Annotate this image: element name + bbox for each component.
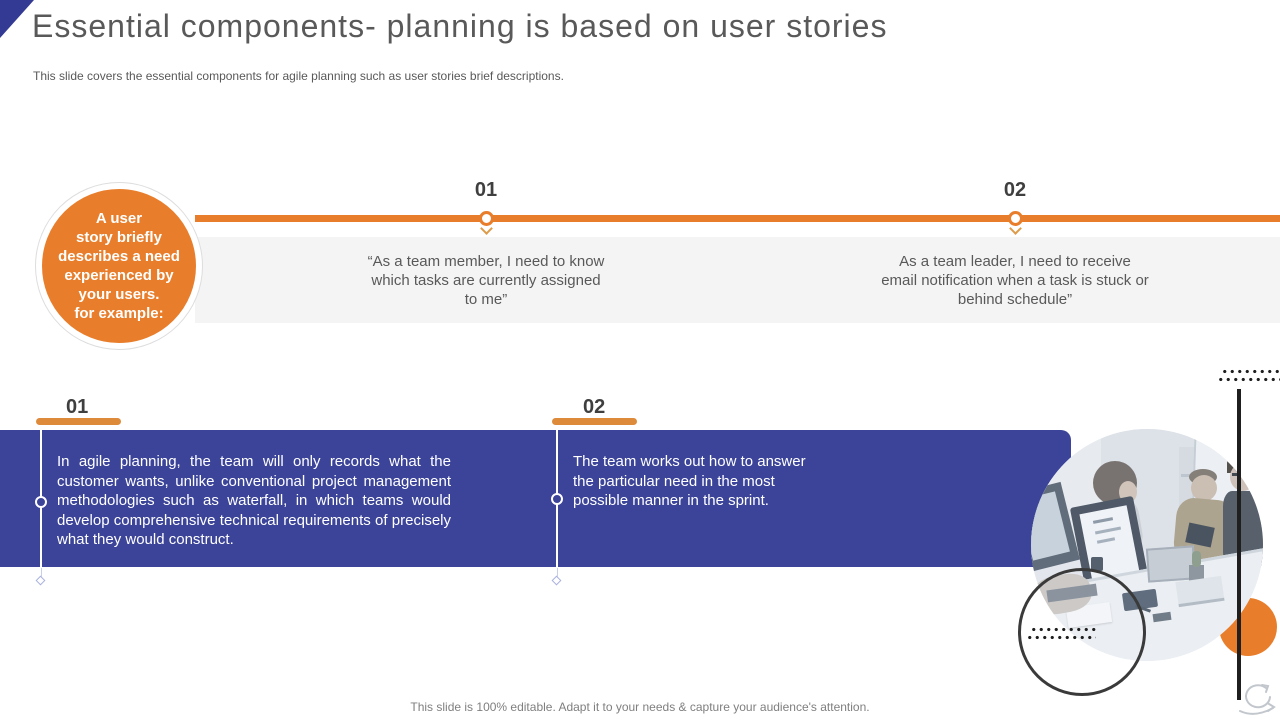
detail-underline-1	[36, 418, 121, 425]
corner-triangle-decoration	[0, 0, 34, 38]
vertical-line-decoration	[1237, 389, 1241, 700]
detail-number-1: 01	[66, 396, 89, 418]
detail-divider-tail-2	[556, 568, 558, 578]
detail-box-2	[558, 430, 1071, 567]
footer-note: This slide is 100% editable. Adapt it to…	[410, 700, 870, 714]
timeline-marker-dot-1	[479, 211, 494, 226]
photo-cup	[1091, 557, 1103, 571]
page-title: Essential components- planning is based …	[32, 8, 888, 44]
detail-line-ring-1	[35, 496, 47, 508]
photo-person2-face	[1191, 475, 1217, 501]
photo-person3-glasses	[1232, 473, 1254, 481]
detail-text-1: In agile planning, the team will only re…	[57, 453, 451, 548]
photo-plant	[1192, 551, 1201, 567]
detail-divider-tail-1	[40, 568, 42, 578]
detail-underline-2	[552, 418, 637, 425]
detail-line-diamond-2	[551, 575, 562, 586]
detail-line-diamond-1	[35, 575, 46, 586]
intro-circle: A user story briefly describes a need ex…	[36, 183, 202, 349]
dot-grid-top-right	[1217, 369, 1280, 382]
intro-circle-text: A user story briefly describes a need ex…	[58, 210, 180, 322]
timeline-number-2: 02	[1003, 179, 1027, 201]
detail-box-1	[0, 430, 556, 567]
timeline-marker-dot-2	[1008, 211, 1023, 226]
ring-circle-decoration	[1018, 568, 1146, 696]
page-subtitle: This slide covers the essential componen…	[33, 69, 564, 83]
dot-grid-bottom	[1026, 627, 1096, 640]
user-story-quote-1: “As a team member, I need to know which …	[367, 253, 605, 308]
detail-number-2: 02	[583, 396, 606, 418]
user-story-quote-2: As a team leader, I need to receive emai…	[881, 253, 1149, 308]
sprint-loop-icon	[1239, 684, 1276, 715]
detail-line-ring-2	[551, 493, 563, 505]
detail-text-2: The team works out how to answer the par…	[573, 453, 806, 509]
timeline-line	[195, 215, 1280, 222]
timeline-number-1: 01	[474, 179, 498, 201]
photo-plant-pot	[1189, 565, 1204, 581]
photo-person3-face	[1230, 463, 1256, 491]
timeline-quote-band	[195, 237, 1280, 323]
